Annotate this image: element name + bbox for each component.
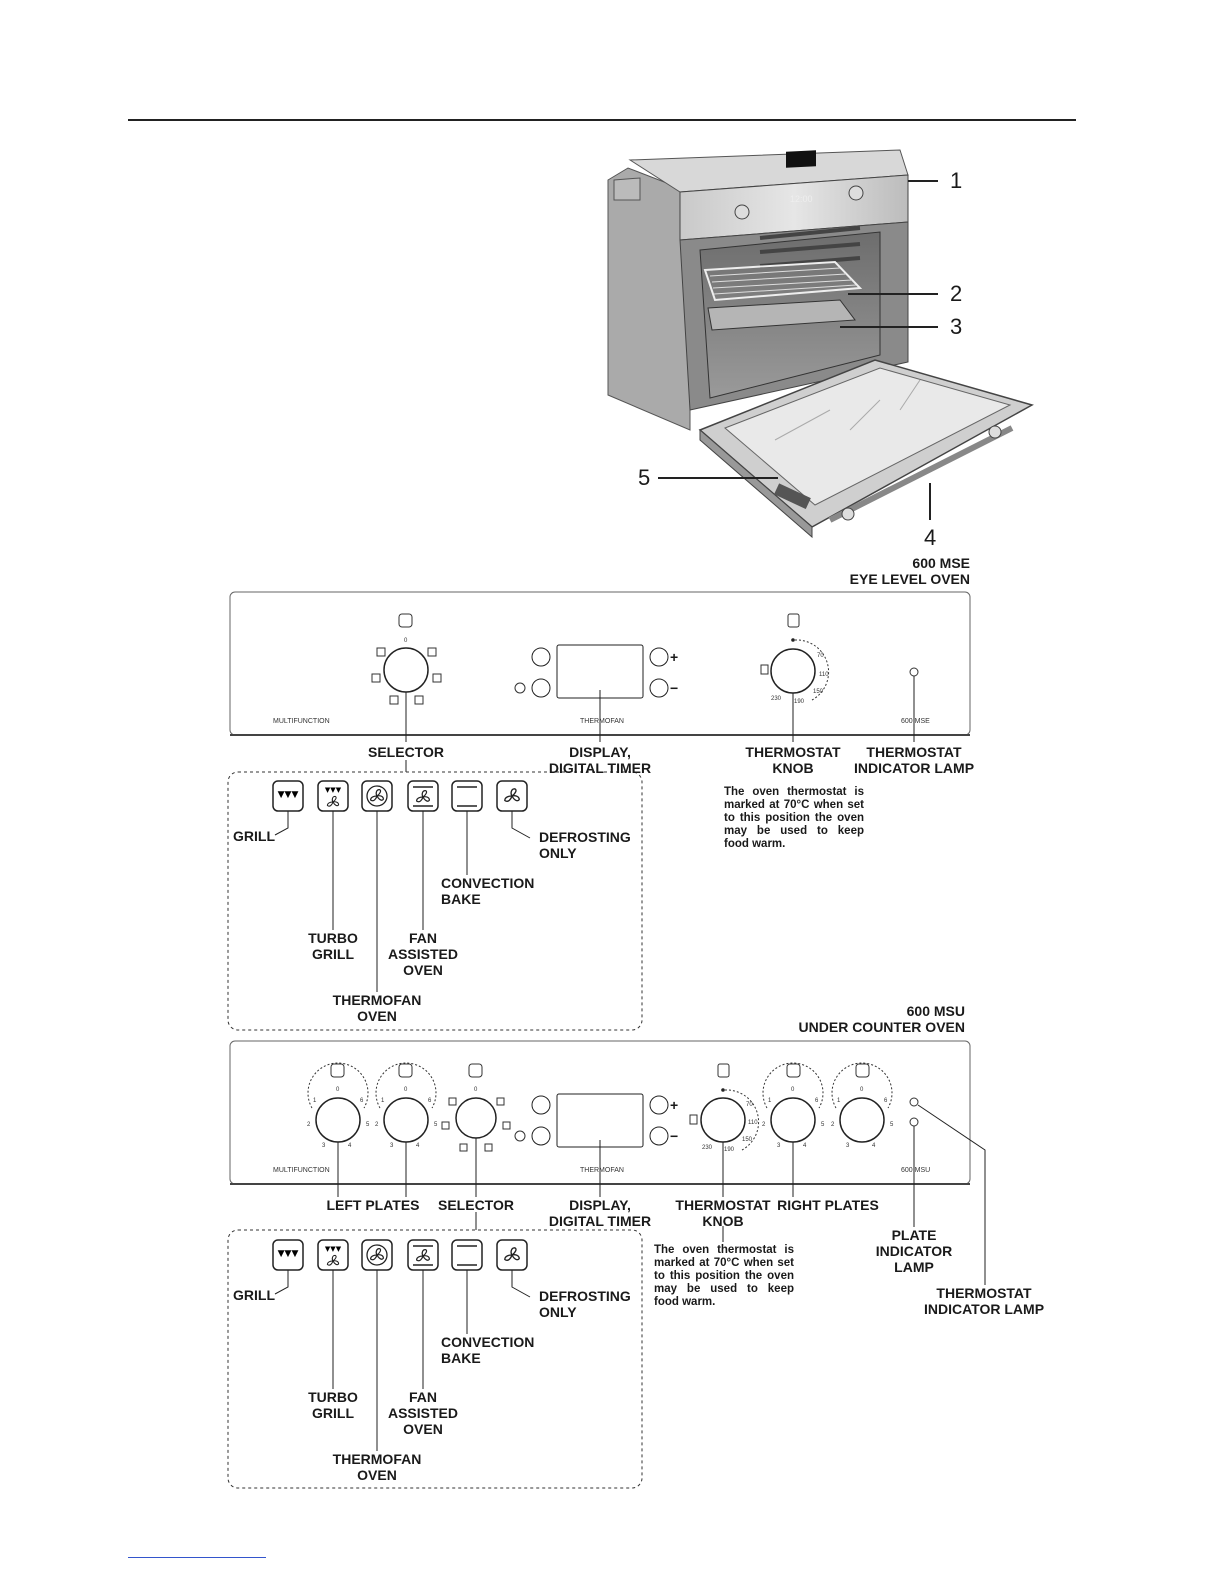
- callout-2: 2: [950, 281, 963, 306]
- msu-functions-box: ▼▼▼ ▼▼▼: [227, 1229, 643, 1489]
- msu-thermo-230: 230: [702, 1145, 713, 1151]
- msu-thermo-110: 110: [748, 1120, 758, 1126]
- msu-rp2-0: 0: [860, 1087, 864, 1093]
- mse-thermostat-knob: [770, 648, 816, 694]
- msu-label-left-plates: LEFT PLATES: [326, 1197, 420, 1213]
- callout-3: 3: [950, 314, 963, 339]
- mse-thermostat-note: The oven thermostat is marked at 70°C wh…: [724, 786, 864, 850]
- msu-label-plate-lamp: PLATE INDICATOR LAMP: [875, 1227, 953, 1275]
- msu-rp1-5: 5: [821, 1122, 825, 1128]
- mse-thermo-230: 230: [771, 696, 782, 702]
- svg-text:▼▼▼: ▼▼▼: [278, 790, 299, 800]
- msu-lp2-5: 5: [434, 1122, 438, 1128]
- mse-thermo-110: 110: [819, 672, 829, 678]
- svg-text:▼▼▼: ▼▼▼: [325, 786, 342, 794]
- msu-lp2-4: 4: [416, 1143, 420, 1149]
- msu-fn-convection-bake: CONVECTION BAKE: [441, 1334, 535, 1366]
- msu-label-thermostat-lamp: THERMOSTAT INDICATOR LAMP: [924, 1285, 1045, 1317]
- mse-fn-defrosting-only: DEFROSTING ONLY: [539, 829, 631, 861]
- mse-plus: +: [670, 649, 679, 665]
- msu-lp1-6: 6: [360, 1098, 364, 1104]
- msu-label-right-plates: RIGHT PLATES: [777, 1197, 879, 1213]
- msu-label-display: DISPLAY, DIGITAL TIMER: [548, 1197, 652, 1229]
- msu-lp1-1: 1: [313, 1098, 317, 1104]
- msu-rp2-1: 1: [837, 1098, 841, 1104]
- oven-illustration: [607, 149, 1034, 539]
- mse-panel-center-text: THERMOFAN: [580, 718, 624, 725]
- msu-rp1-6: 6: [815, 1098, 819, 1104]
- msu-thermo-150: 150: [742, 1137, 753, 1143]
- svg-text:▼▼▼: ▼▼▼: [325, 1245, 342, 1253]
- msu-lp2-3: 3: [390, 1143, 394, 1149]
- oven-display-readout: 12:00: [790, 194, 813, 204]
- msu-panel-right-text: 600 MSU: [901, 1167, 931, 1174]
- msu-rp1-2: 2: [762, 1122, 766, 1128]
- callout-4: 4: [924, 525, 937, 550]
- mse-fn-thermofan-oven: THERMOFAN OVEN: [332, 992, 422, 1024]
- msu-rp1-0: 0: [791, 1087, 795, 1093]
- mse-minus: −: [670, 680, 679, 696]
- msu-fn-thermofan-oven: THERMOFAN OVEN: [332, 1451, 422, 1483]
- mse-selector-zero: 0: [404, 638, 408, 644]
- mse-panel-right-text: 600 MSE: [901, 718, 930, 725]
- msu-rp2-5: 5: [890, 1122, 894, 1128]
- mse-control-panel: [229, 591, 971, 772]
- msu-panel-center-text: THERMOFAN: [580, 1167, 624, 1174]
- mse-label-display: DISPLAY, DIGITAL TIMER: [548, 744, 652, 776]
- msu-fn-defrosting-only: DEFROSTING ONLY: [539, 1288, 631, 1320]
- msu-rp2-3: 3: [846, 1143, 850, 1149]
- mse-thermo-70: 70: [817, 653, 824, 659]
- mse-heading: 600 MSE EYE LEVEL OVEN: [849, 555, 970, 587]
- msu-rp1-1: 1: [768, 1098, 772, 1104]
- mse-thermo-150: 150: [813, 689, 824, 695]
- mse-label-thermostat-knob: THERMOSTAT KNOB: [745, 744, 841, 776]
- msu-panel-left-text: MULTIFUNCTION: [273, 1167, 330, 1174]
- mse-functions-box: ▼▼▼ ▼▼▼: [227, 771, 643, 1031]
- msu-lp1-0: 0: [336, 1087, 340, 1093]
- msu-heading: 600 MSU UNDER COUNTER OVEN: [798, 1003, 965, 1035]
- msu-fn-fan-assisted-oven: FAN ASSISTED OVEN: [387, 1389, 458, 1437]
- msu-lp1-3: 3: [322, 1143, 326, 1149]
- msu-thermo-190: 190: [724, 1147, 735, 1153]
- mse-thermo-190: 190: [794, 699, 805, 705]
- mse-fn-turbo-grill: TURBO GRILL: [308, 930, 358, 962]
- msu-rp2-6: 6: [884, 1098, 888, 1104]
- callout-1: 1: [950, 168, 963, 193]
- msu-rp1-4: 4: [803, 1143, 807, 1149]
- msu-rp2-2: 2: [831, 1122, 835, 1128]
- msu-label-selector: SELECTOR: [438, 1197, 514, 1213]
- mse-fn-convection-bake: CONVECTION BAKE: [441, 875, 535, 907]
- svg-text:▼▼▼: ▼▼▼: [278, 1249, 299, 1259]
- msu-lp2-0: 0: [404, 1087, 408, 1093]
- msu-fn-turbo-grill: TURBO GRILL: [308, 1389, 358, 1421]
- msu-minus: −: [670, 1128, 679, 1144]
- msu-label-thermostat-knob: THERMOSTAT KNOB: [675, 1197, 771, 1229]
- msu-plus: +: [670, 1097, 679, 1113]
- msu-fn-grill: GRILL: [233, 1287, 275, 1303]
- msu-selector-zero: 0: [474, 1087, 478, 1093]
- msu-lp2-2: 2: [375, 1122, 379, 1128]
- msu-thermostat-note: The oven thermostat is marked at 70°C wh…: [654, 1244, 794, 1308]
- mse-fn-grill: GRILL: [233, 828, 275, 844]
- msu-rp2-4: 4: [872, 1143, 876, 1149]
- callout-5: 5: [638, 465, 651, 490]
- msu-thermo-70: 70: [746, 1102, 753, 1108]
- msu-control-panel: [229, 1040, 986, 1285]
- msu-lp2-6: 6: [428, 1098, 432, 1104]
- msu-lp1-5: 5: [366, 1122, 370, 1128]
- mse-label-selector: SELECTOR: [368, 744, 444, 760]
- footer-rule: [128, 1557, 266, 1558]
- top-rule: [128, 119, 1076, 121]
- mse-fn-fan-assisted-oven: FAN ASSISTED OVEN: [387, 930, 458, 978]
- msu-rp1-3: 3: [777, 1143, 781, 1149]
- msu-lp2-1: 1: [381, 1098, 385, 1104]
- mse-label-thermostat-lamp: THERMOSTAT INDICATOR LAMP: [854, 744, 975, 776]
- mse-indicator-lamp: [909, 667, 919, 677]
- msu-lp1-2: 2: [307, 1122, 311, 1128]
- mse-panel-left-text: MULTIFUNCTION: [273, 718, 330, 725]
- msu-lp1-4: 4: [348, 1143, 352, 1149]
- mse-selector-knob: [383, 647, 429, 693]
